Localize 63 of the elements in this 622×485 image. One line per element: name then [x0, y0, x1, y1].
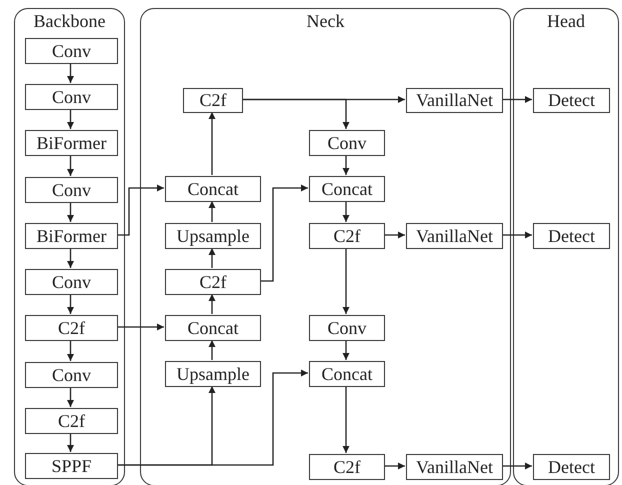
arrow: [67, 340, 74, 361]
layer-box: C2f: [165, 269, 261, 295]
arrow: [502, 96, 532, 103]
arrow: [67, 109, 74, 129]
layer-box: VanillaNet: [406, 88, 503, 113]
arrow: [384, 462, 405, 470]
arrow: [342, 155, 350, 175]
arrow: [67, 248, 74, 268]
arrow: [67, 294, 74, 314]
group-panel: [513, 8, 619, 485]
arrow: [67, 202, 74, 222]
arrow: [117, 184, 164, 236]
arrow: [208, 201, 216, 222]
layer-box: BiFormer: [25, 223, 118, 249]
arrow: [208, 248, 216, 268]
arrow: [342, 248, 350, 314]
layer-box: Concat: [165, 176, 261, 202]
layer-box: Conv: [25, 177, 118, 203]
arrow: [384, 232, 405, 238]
layer-box: C2f: [183, 88, 243, 113]
arrow: [67, 63, 74, 83]
arrow: [67, 155, 74, 176]
arrow: [208, 340, 216, 360]
group-title: Head: [546, 11, 586, 31]
arrow: [260, 184, 308, 282]
arrow: [342, 340, 350, 360]
layer-box: Concat: [309, 361, 385, 387]
layer-box: Detect: [533, 88, 610, 113]
arrow: [67, 387, 74, 407]
arrow: [502, 462, 532, 470]
group-panel: [140, 8, 511, 485]
arrow: [67, 433, 74, 452]
layer-box: VanillaNet: [406, 454, 503, 480]
arrow: [117, 324, 164, 330]
layer-box: C2f: [25, 315, 118, 341]
group-title: Neck: [306, 11, 346, 31]
layer-box: Upsample: [165, 223, 261, 249]
layer-box: Conv: [25, 269, 118, 295]
layer-box: SPPF: [25, 453, 118, 479]
layer-box: C2f: [309, 223, 385, 249]
arrow: [208, 112, 216, 175]
layer-box: Conv: [25, 84, 118, 110]
layer-box: Conv: [25, 362, 118, 388]
group-title: Backbone: [32, 11, 106, 31]
arrow: [342, 201, 350, 222]
layer-box: C2f: [25, 408, 118, 434]
arrow: [342, 386, 350, 453]
layer-box: VanillaNet: [406, 223, 503, 249]
layer-box: Concat: [309, 176, 385, 202]
group-panel: [14, 8, 125, 485]
layer-box: C2f: [309, 454, 385, 480]
layer-box: Conv: [25, 38, 118, 64]
layer-box: Concat: [165, 315, 261, 341]
arrow: [117, 370, 308, 466]
layer-box: BiFormer: [25, 130, 118, 156]
arrow: [208, 294, 216, 314]
layer-box: Conv: [309, 130, 385, 156]
layer-box: Detect: [533, 223, 610, 249]
layer-box: Detect: [533, 454, 610, 480]
arrow: [502, 232, 532, 238]
layer-box: Upsample: [165, 361, 261, 387]
arrow: [242, 98, 350, 129]
layer-box: Conv: [309, 315, 385, 341]
